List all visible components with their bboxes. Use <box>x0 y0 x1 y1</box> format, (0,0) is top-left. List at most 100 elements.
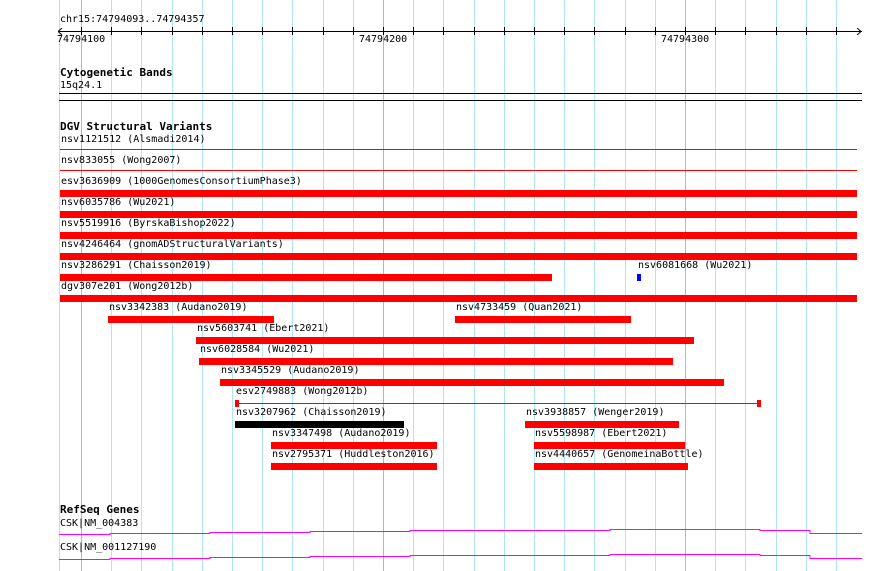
variant-bar[interactable] <box>757 400 761 407</box>
variant-label[interactable]: nsv4246464 (gnomADStructuralVariants) <box>61 239 284 250</box>
ruler-tick <box>534 27 535 35</box>
ruler-tick <box>745 27 746 35</box>
variant-bar[interactable] <box>637 274 641 281</box>
ruler-tick <box>806 27 807 35</box>
ruler-tick <box>836 27 837 35</box>
variant-label[interactable]: nsv6035786 (Wu2021) <box>61 197 176 208</box>
variant-label[interactable]: nsv2795371 (Huddleston2016) <box>272 449 435 460</box>
grid-line <box>353 0 354 571</box>
variant-label[interactable]: nsv3347498 (Audano2019) <box>272 428 411 439</box>
gene-label[interactable]: CSK|NM_004383 <box>60 518 139 529</box>
grid-line <box>292 0 293 571</box>
grid-line <box>59 0 60 571</box>
ruler-tick <box>353 27 354 35</box>
variant-bar[interactable] <box>60 253 857 260</box>
variant-bar[interactable] <box>271 442 437 449</box>
grid-line <box>383 0 384 571</box>
grid-line <box>836 0 837 571</box>
variant-label[interactable]: nsv1121512 (Alsmadi2014) <box>61 134 206 145</box>
grid-line <box>534 0 535 571</box>
ruler-label: 74794100 <box>57 34 106 45</box>
grid-line <box>323 0 324 571</box>
scroll-right-arrow-icon[interactable] <box>857 28 862 35</box>
grid-line <box>141 0 142 571</box>
variant-label[interactable]: dgv307e201 (Wong2012b) <box>61 281 194 292</box>
ruler-tick <box>625 27 626 35</box>
grid-line <box>474 0 475 571</box>
ruler-tick <box>715 27 716 35</box>
variant-bar[interactable] <box>60 149 857 150</box>
grid-line <box>111 0 112 571</box>
ruler-tick <box>443 27 444 35</box>
ruler-tick <box>141 27 142 35</box>
variant-bar[interactable] <box>235 400 239 407</box>
variant-bar[interactable] <box>60 170 857 171</box>
track-title-refseq: RefSeq Genes <box>60 503 140 516</box>
variant-label[interactable]: nsv5603741 (Ebert2021) <box>197 323 330 334</box>
ruler-tick <box>564 27 565 35</box>
grid-line <box>443 0 444 571</box>
gene-model-nm-004383[interactable] <box>59 529 862 535</box>
ruler-tick <box>202 27 203 35</box>
grid-line <box>806 0 807 571</box>
variant-label[interactable]: nsv4733459 (Quan2021) <box>456 302 583 313</box>
grid-line <box>715 0 716 571</box>
grid-line <box>202 0 203 571</box>
variant-bar[interactable] <box>534 463 688 470</box>
ruler-tick <box>504 27 505 35</box>
variant-label[interactable]: nsv3342383 (Audano2019) <box>109 302 248 313</box>
grid-line <box>625 0 626 571</box>
variant-label[interactable]: nsv3286291 (Chaisson2019) <box>61 260 212 271</box>
variant-bar[interactable] <box>60 295 857 302</box>
grid-line <box>504 0 505 571</box>
variant-label[interactable]: esv2749883 (Wong2012b) <box>236 386 369 397</box>
variant-bar[interactable] <box>455 316 631 323</box>
ruler-label: 74794200 <box>359 34 408 45</box>
variant-label[interactable]: nsv6081668 (Wu2021) <box>638 260 753 271</box>
grid-line <box>81 0 82 571</box>
variant-label[interactable]: nsv3345529 (Audano2019) <box>221 365 360 376</box>
variant-bar[interactable] <box>235 421 404 428</box>
variant-label[interactable]: nsv5519916 (ByrskaBishop2022) <box>61 218 236 229</box>
ruler-tick <box>323 27 324 35</box>
variant-bar[interactable] <box>220 379 724 386</box>
grid-line <box>776 0 777 571</box>
variant-bar[interactable] <box>196 337 694 344</box>
variant-label[interactable]: nsv6028584 (Wu2021) <box>200 344 315 355</box>
variant-label[interactable]: nsv3938857 (Wenger2019) <box>526 407 665 418</box>
cytoband-border-top <box>59 93 862 94</box>
variant-label[interactable]: nsv3207962 (Chaisson2019) <box>236 407 387 418</box>
track-title-dgv: DGV Structural Variants <box>60 120 213 133</box>
variant-bar[interactable] <box>60 211 857 218</box>
cytoband-label: 15q24.1 <box>60 80 103 91</box>
gene-label[interactable]: CSK|NM_001127190 <box>60 542 157 553</box>
variant-label[interactable]: nsv5598987 (Ebert2021) <box>535 428 668 439</box>
variant-bar[interactable] <box>235 403 761 404</box>
ruler-tick <box>685 27 686 35</box>
scroll-left-arrow-icon[interactable] <box>58 28 63 35</box>
variant-bar[interactable] <box>271 463 437 470</box>
ruler-tick <box>413 27 414 35</box>
track-title-cytoband: Cytogenetic Bands <box>60 66 173 79</box>
gene-model-nm-001127190[interactable] <box>59 554 862 560</box>
ruler-tick <box>594 27 595 35</box>
variant-label[interactable]: esv3636909 (1000GenomesConsortiumPhase3) <box>61 176 302 187</box>
variant-bar[interactable] <box>199 358 673 365</box>
ruler-tick <box>383 27 384 35</box>
variant-bar[interactable] <box>60 232 857 239</box>
grid-line <box>262 0 263 571</box>
variant-bar[interactable] <box>60 274 552 281</box>
ruler-axis <box>59 31 862 32</box>
location-label: chr15:74794093..74794357 <box>60 14 205 25</box>
ruler-tick <box>232 27 233 35</box>
variant-label[interactable]: nsv833055 (Wong2007) <box>61 155 182 166</box>
variant-bar[interactable] <box>60 190 857 197</box>
variant-label[interactable]: nsv4440657 (GenomeinaBottle) <box>535 449 704 460</box>
grid-line <box>564 0 565 571</box>
grid-line <box>413 0 414 571</box>
variant-bar[interactable] <box>108 316 274 323</box>
variant-bar[interactable] <box>525 421 679 428</box>
grid-line <box>232 0 233 571</box>
variant-bar[interactable] <box>534 442 685 449</box>
